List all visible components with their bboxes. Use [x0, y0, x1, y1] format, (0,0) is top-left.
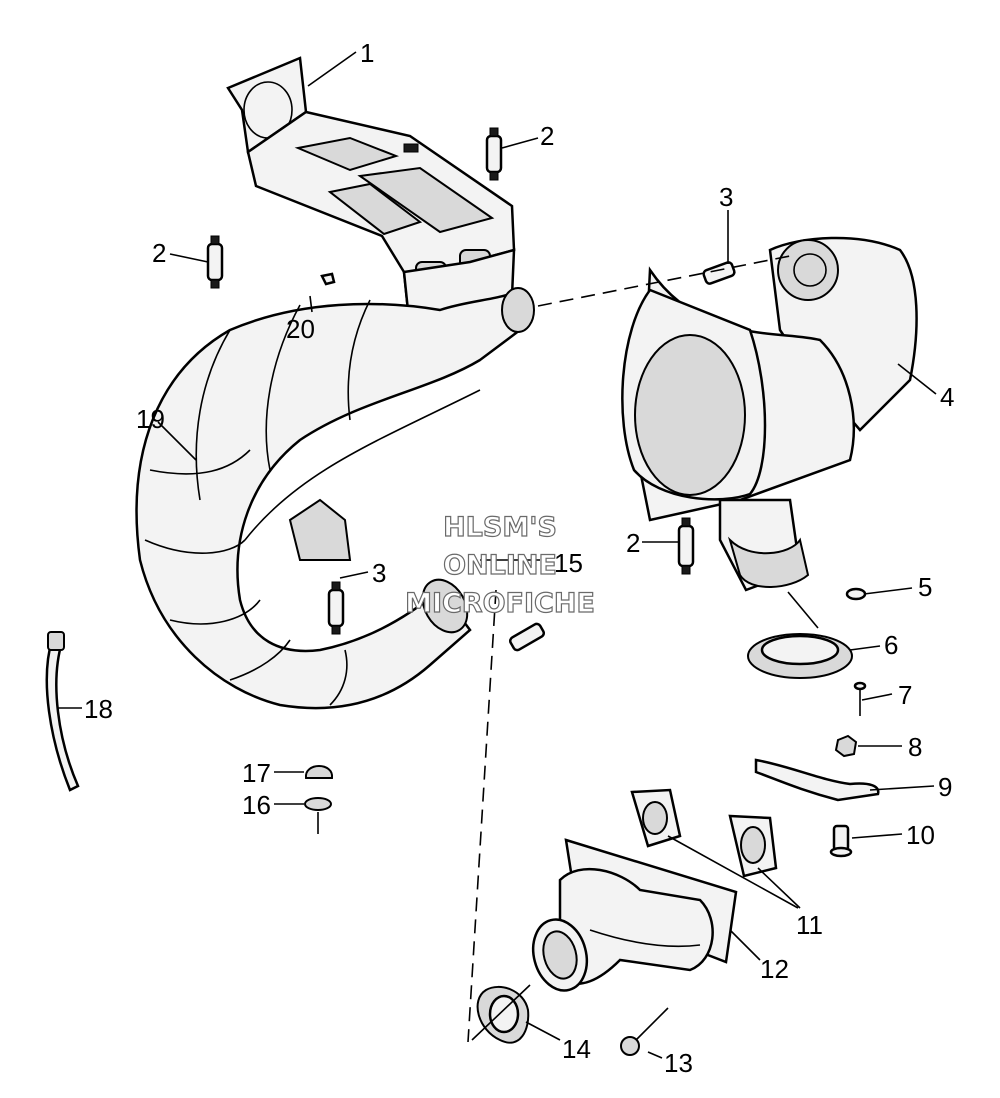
- callout-2-left: 2: [152, 238, 166, 268]
- part-3-spring-center: [327, 581, 345, 635]
- alignment-line-seal-manifold: [471, 984, 531, 1041]
- callout-4: 4: [940, 382, 954, 412]
- callout-12: 12: [760, 954, 789, 984]
- part-6-gasket-ring: [747, 633, 853, 679]
- part-9-strap: [754, 758, 880, 802]
- callout-14: 14: [562, 1034, 591, 1064]
- part-5-washer: [845, 587, 867, 601]
- callout-10: 10: [906, 820, 935, 850]
- callout-15: 15: [554, 548, 583, 578]
- watermark: HLSM'S ONLINE MICROFICHE: [404, 511, 595, 619]
- part-2-spring-top: [485, 127, 503, 181]
- part-19-expansion-pipe: [135, 287, 535, 710]
- watermark-line-1: HLSM'S: [443, 512, 557, 543]
- part-11-gaskets: [630, 788, 778, 878]
- part-4-muffler: [621, 236, 918, 592]
- callout-20: 20: [286, 314, 315, 344]
- part-10-bolt: [829, 824, 853, 858]
- leader-lines: [58, 51, 937, 1059]
- callout-5: 5: [918, 572, 932, 602]
- part-18-strap: [45, 631, 80, 792]
- callout-3-top: 3: [719, 182, 733, 212]
- alignment-line-pipe-seal: [467, 589, 497, 1043]
- callout-3-center: 3: [372, 558, 386, 588]
- part-17-cap: [305, 765, 333, 779]
- alignment-line-muffler-ring: [787, 591, 819, 629]
- callout-2-right: 2: [626, 528, 640, 558]
- callout-19: 19: [136, 404, 165, 434]
- part-7-pin: [853, 681, 867, 716]
- callout-18: 18: [84, 694, 113, 724]
- callout-9: 9: [938, 772, 952, 802]
- part-14-seal: [476, 985, 530, 1044]
- part-2-spring-right: [677, 517, 695, 575]
- callout-16: 16: [242, 790, 271, 820]
- callout-17: 17: [242, 758, 271, 788]
- watermark-line-3: MICROFICHE: [405, 588, 595, 619]
- part-16-washer: [304, 797, 332, 811]
- part-8-nut: [834, 734, 858, 758]
- callout-7: 7: [898, 680, 912, 710]
- part-2-spring-left: [206, 235, 224, 289]
- callout-11: 11: [796, 910, 823, 940]
- part-12-manifold: [531, 838, 738, 992]
- callout-8: 8: [908, 732, 922, 762]
- part-15-spring: [508, 622, 546, 652]
- part-13-bolt: [620, 1007, 669, 1056]
- part-3-spring-top: [702, 261, 736, 285]
- part-1-bracket: [226, 56, 516, 333]
- callout-6: 6: [884, 630, 898, 660]
- part-20-clip: [320, 272, 336, 286]
- watermark-line-2: ONLINE: [443, 550, 557, 581]
- callout-2-top: 2: [540, 121, 554, 151]
- callout-1: 1: [360, 38, 374, 68]
- callout-numbers: 1 2 2 3 4 2 3 15 5 6 7 8 9 10 11 12 13 1…: [84, 38, 954, 1078]
- callout-13: 13: [664, 1048, 693, 1078]
